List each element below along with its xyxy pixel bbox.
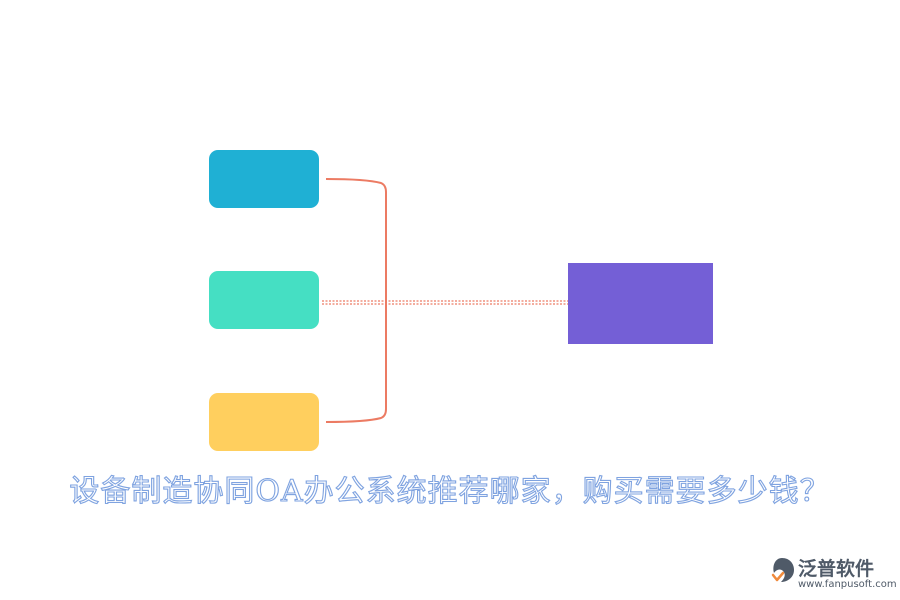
left-node-bottom [209, 393, 319, 451]
bracket-connector [325, 178, 387, 423]
brand-logo: 泛普软件 www.fanpusoft.com [768, 552, 897, 596]
right-target-node [568, 263, 713, 344]
fanpu-logo-icon [771, 558, 794, 582]
logo-url: www.fanpusoft.com [798, 579, 897, 590]
left-node-middle [209, 271, 319, 329]
left-node-top [209, 150, 319, 208]
diagram-title: 设备制造协同OA办公系统推荐哪家，购买需要多少钱？ [69, 473, 831, 509]
logo-name: 泛普软件 [798, 558, 875, 580]
